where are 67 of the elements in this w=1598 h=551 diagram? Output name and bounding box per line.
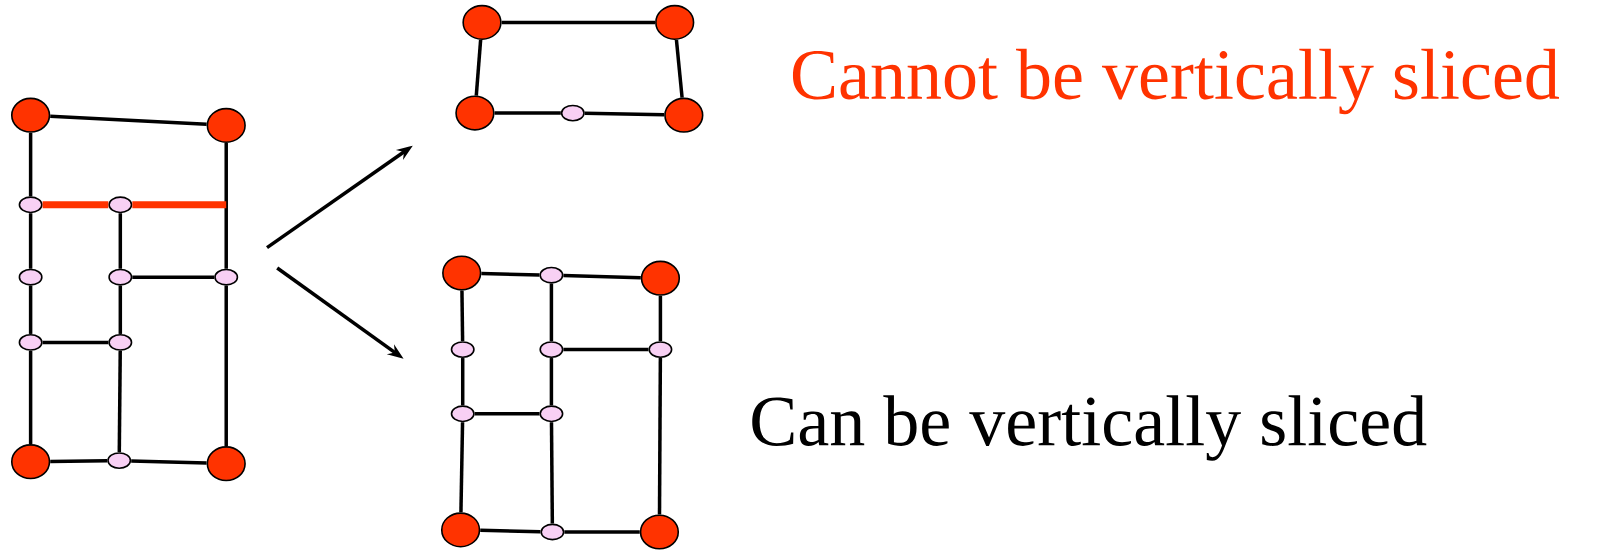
graph-edge xyxy=(224,143,228,269)
graph-drawing xyxy=(440,255,681,550)
vertex-dot xyxy=(539,405,564,423)
graph-edge xyxy=(474,39,483,96)
vertex-dot xyxy=(560,104,585,122)
vertex-dot xyxy=(206,107,246,143)
graph-edge xyxy=(132,275,215,279)
vertex-dot xyxy=(462,4,502,40)
graph-edge xyxy=(501,20,656,25)
graph-edge xyxy=(480,528,541,534)
graph-edge xyxy=(474,412,540,416)
caption-text: Can be vertically sliced xyxy=(752,395,1427,461)
vertex-dot xyxy=(450,341,475,359)
graph-edge xyxy=(224,285,228,447)
graph-edge xyxy=(28,285,33,334)
graph-edge xyxy=(674,39,684,98)
vertex-dot xyxy=(214,268,239,286)
vertex-dot xyxy=(539,341,564,359)
graph-edge xyxy=(50,114,207,127)
vertex-dot xyxy=(664,97,704,133)
vertex-dot xyxy=(655,4,695,40)
vertex-dot xyxy=(10,444,51,480)
vertex-dot xyxy=(206,446,246,482)
graph-edge xyxy=(584,111,665,117)
vertex-dot xyxy=(539,266,564,284)
vertex-dot xyxy=(107,452,132,470)
graph-edge xyxy=(28,132,33,197)
graph-edge xyxy=(28,350,33,445)
graph-edge xyxy=(131,459,207,465)
vertex-dot xyxy=(18,268,43,286)
graph-edge xyxy=(563,273,641,280)
graph-edge xyxy=(481,271,540,277)
graph-edge xyxy=(549,283,554,342)
vertex-dot xyxy=(10,97,51,133)
graph-edge xyxy=(118,213,123,269)
graph-edge xyxy=(28,213,33,269)
graph-edge xyxy=(42,340,109,345)
vertex-dot xyxy=(108,268,133,286)
vertex-dot xyxy=(639,514,680,550)
vertex-dot xyxy=(440,512,481,548)
graph-edge xyxy=(460,290,465,342)
graph-edge xyxy=(563,347,649,352)
graph-edge xyxy=(117,350,122,453)
graph-edge xyxy=(118,285,123,334)
graph-edge xyxy=(549,358,554,406)
vertex-dot xyxy=(648,341,673,359)
vertex-dot xyxy=(108,333,133,351)
vertex-dot xyxy=(18,196,43,214)
graph-edge xyxy=(459,422,465,513)
graph-edge xyxy=(549,422,555,524)
vertex-dot xyxy=(442,255,482,291)
graph-edge xyxy=(460,358,465,406)
vertex-dot xyxy=(450,405,475,423)
vertex-dot xyxy=(640,260,681,296)
graph-edge xyxy=(42,201,109,209)
graph-edge xyxy=(657,358,663,515)
graph-edge xyxy=(494,111,561,115)
graph-edge xyxy=(50,459,108,464)
caption-text: Cannot be vertically sliced xyxy=(792,48,1559,115)
graph-edge xyxy=(564,530,640,534)
vertex-dot xyxy=(455,95,495,131)
vertex-dot xyxy=(18,333,43,351)
graph-drawing xyxy=(10,97,246,482)
graph-drawing xyxy=(455,4,704,133)
vertex-dot xyxy=(108,196,133,214)
vertex-dot xyxy=(540,523,565,541)
graph-edge xyxy=(658,295,663,342)
